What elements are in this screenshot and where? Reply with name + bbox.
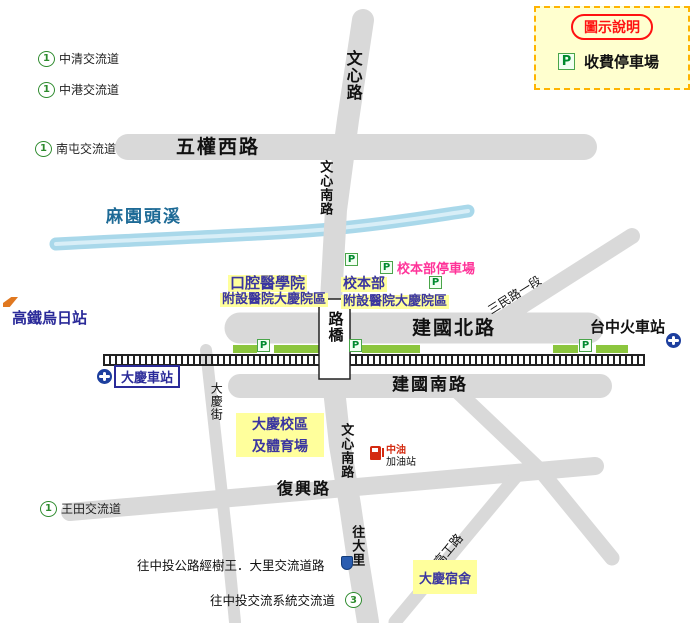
interchange-label: 南屯交流道 [56,142,117,156]
legend-item-label: 收費停車場 [584,53,660,71]
interchange-zhongqing: 1 中清交流道 [38,50,119,67]
parking-strips [233,345,628,353]
freeway-1-badge-icon: 1 [35,140,52,157]
road-label-fuxing: 復興路 [277,479,332,498]
freeway-1-badge-icon: 1 [40,500,57,517]
road-fuxing [61,457,604,521]
road-sanmin-sec1 [492,228,640,328]
station-label-taichung: 台中火車站 [590,318,666,336]
river-label: 麻園頭溪 [106,207,182,227]
oral-hospital-daqing-label: 附設醫院大慶院區 [220,292,329,308]
note-zhongtou-system: 往中投交流系統交流道 [210,593,336,608]
road-label-jianguo-s: 建國南路 [392,375,468,395]
parking-icon: P [579,339,592,352]
hsr-logo-icon [3,297,18,307]
road-label-wuquan: 五權西路 [176,136,261,158]
parking-icon: P [380,261,393,274]
parking-strip [596,345,628,353]
note-zhongtou-highway: 往中投公路經樹王．大里交流道路 [137,558,325,573]
road-label-to-dali: 往大里 [349,525,365,567]
tra-railway-logo-icon [97,369,112,384]
tra-railway-logo-icon [666,333,681,348]
station-box-daqing: 大慶車站 [114,365,180,388]
road-label-wenxin-s-lower: 文心南路 [338,423,354,479]
bridge-label: 路橋 [326,311,345,343]
parking-icon: P [558,53,575,70]
parking-icon: P [257,339,270,352]
parking-icon: P [345,253,358,266]
legend-title: 圖示說明 [571,14,653,40]
parking-strip [362,345,420,353]
parking-strip [233,345,257,353]
legend-item-paid-parking: P 收費停車場 [536,51,659,72]
gas-pump-icon [370,446,384,460]
interchange-label: 中港交流道 [59,83,120,97]
gas-station-label: 加油站 [386,457,416,468]
road-label-jianguo-n: 建國北路 [412,317,497,339]
road-label-daqing-street: 大慶街 [209,382,224,421]
main-campus-label: 校本部 [341,276,387,293]
railway-track [103,354,645,366]
system-interchange-badge: 3 [345,592,362,608]
daqing-campus-label-line1: 大慶校區 [252,417,308,433]
road-label-wenxin-s-upper: 文心南路 [317,160,333,216]
river-highlight [54,209,470,246]
highway-shield-icon [341,556,353,570]
daqing-dorm-label: 大慶宿舍 [418,571,471,587]
overpass-bridge [318,298,351,380]
daqing-campus-label-line2: 及體育場 [252,439,308,455]
interchange-zhonggang: 1 中港交流道 [38,81,119,98]
parking-strip [553,345,578,353]
parking-icon: P [349,339,362,352]
interchange-label: 中清交流道 [59,52,120,66]
station-label-hsr-wuri: 高鐵烏日站 [12,309,88,327]
main-hospital-daqing-label: 附設醫院大慶院區 [341,294,450,310]
road-label-wenxin: 文心路 [343,50,363,101]
interchange-label: 王田交流道 [61,502,122,516]
main-campus-parking-label: 校本部停車場 [397,262,476,277]
daqing-campus-area: 大慶校區 及體育場 [236,413,324,457]
legend-box: 圖示說明 P 收費停車場 [534,6,690,90]
parking-strip [274,345,330,353]
parking-icon: P [429,276,442,289]
freeway-1-badge-icon: 1 [38,81,55,98]
freeway-3-badge-icon: 3 [345,592,362,608]
daqing-dorm-area: 大慶宿舍 [413,560,477,594]
oral-medicine-college-label: 口腔醫學院 [228,274,308,292]
interchange-nantun: 1 南屯交流道 [35,140,116,157]
freeway-1-badge-icon: 1 [38,50,55,67]
gas-brand-label: 中油 [386,445,406,456]
interchange-wangtian: 1 王田交流道 [40,500,121,517]
